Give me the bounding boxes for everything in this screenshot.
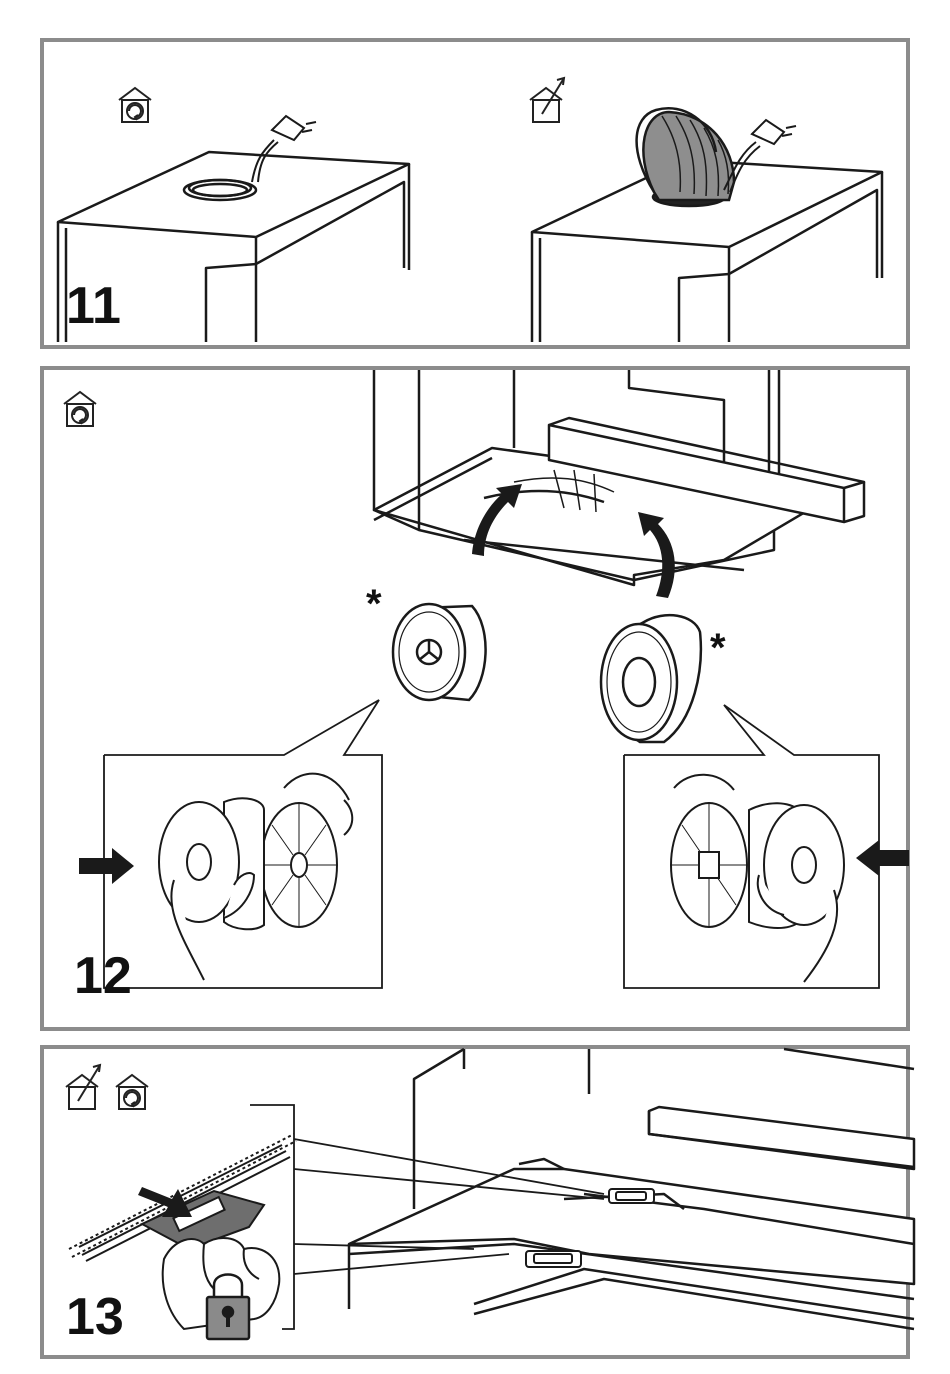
- step-number: 12: [74, 950, 132, 1002]
- optional-marker-left: *: [366, 584, 382, 624]
- extraction-mode-icon: [66, 1065, 100, 1109]
- optional-marker-right: *: [710, 628, 726, 668]
- carbon-filter-right: [601, 615, 701, 742]
- step-number: 11: [66, 280, 121, 332]
- step-12-illustration: [44, 370, 914, 1035]
- slider-handle-rear: [609, 1189, 654, 1203]
- step-number: 13: [66, 1291, 124, 1343]
- inset-left: [159, 774, 352, 980]
- inset-right: [671, 775, 844, 982]
- recirculation-mode-icon: [116, 1075, 148, 1109]
- insert-arrow-right: [638, 512, 675, 598]
- recirculation-mode-icon: [119, 88, 151, 122]
- push-arrow-right: [856, 840, 909, 876]
- slider-handle-front: [526, 1251, 581, 1267]
- step-11-panel: 11: [40, 38, 910, 349]
- extraction-mode-icon: [530, 78, 564, 122]
- hood-underside: [374, 370, 864, 585]
- carbon-filter-left: [393, 604, 486, 700]
- step-13-illustration: [44, 1049, 914, 1363]
- push-arrow-left: [79, 848, 134, 884]
- flexible-duct: [637, 108, 734, 200]
- recirculation-mode-icon: [64, 392, 96, 426]
- step-12-panel: * * 12: [40, 366, 910, 1031]
- step-13-panel: 13: [40, 1045, 910, 1359]
- step-11-illustration: [44, 42, 914, 353]
